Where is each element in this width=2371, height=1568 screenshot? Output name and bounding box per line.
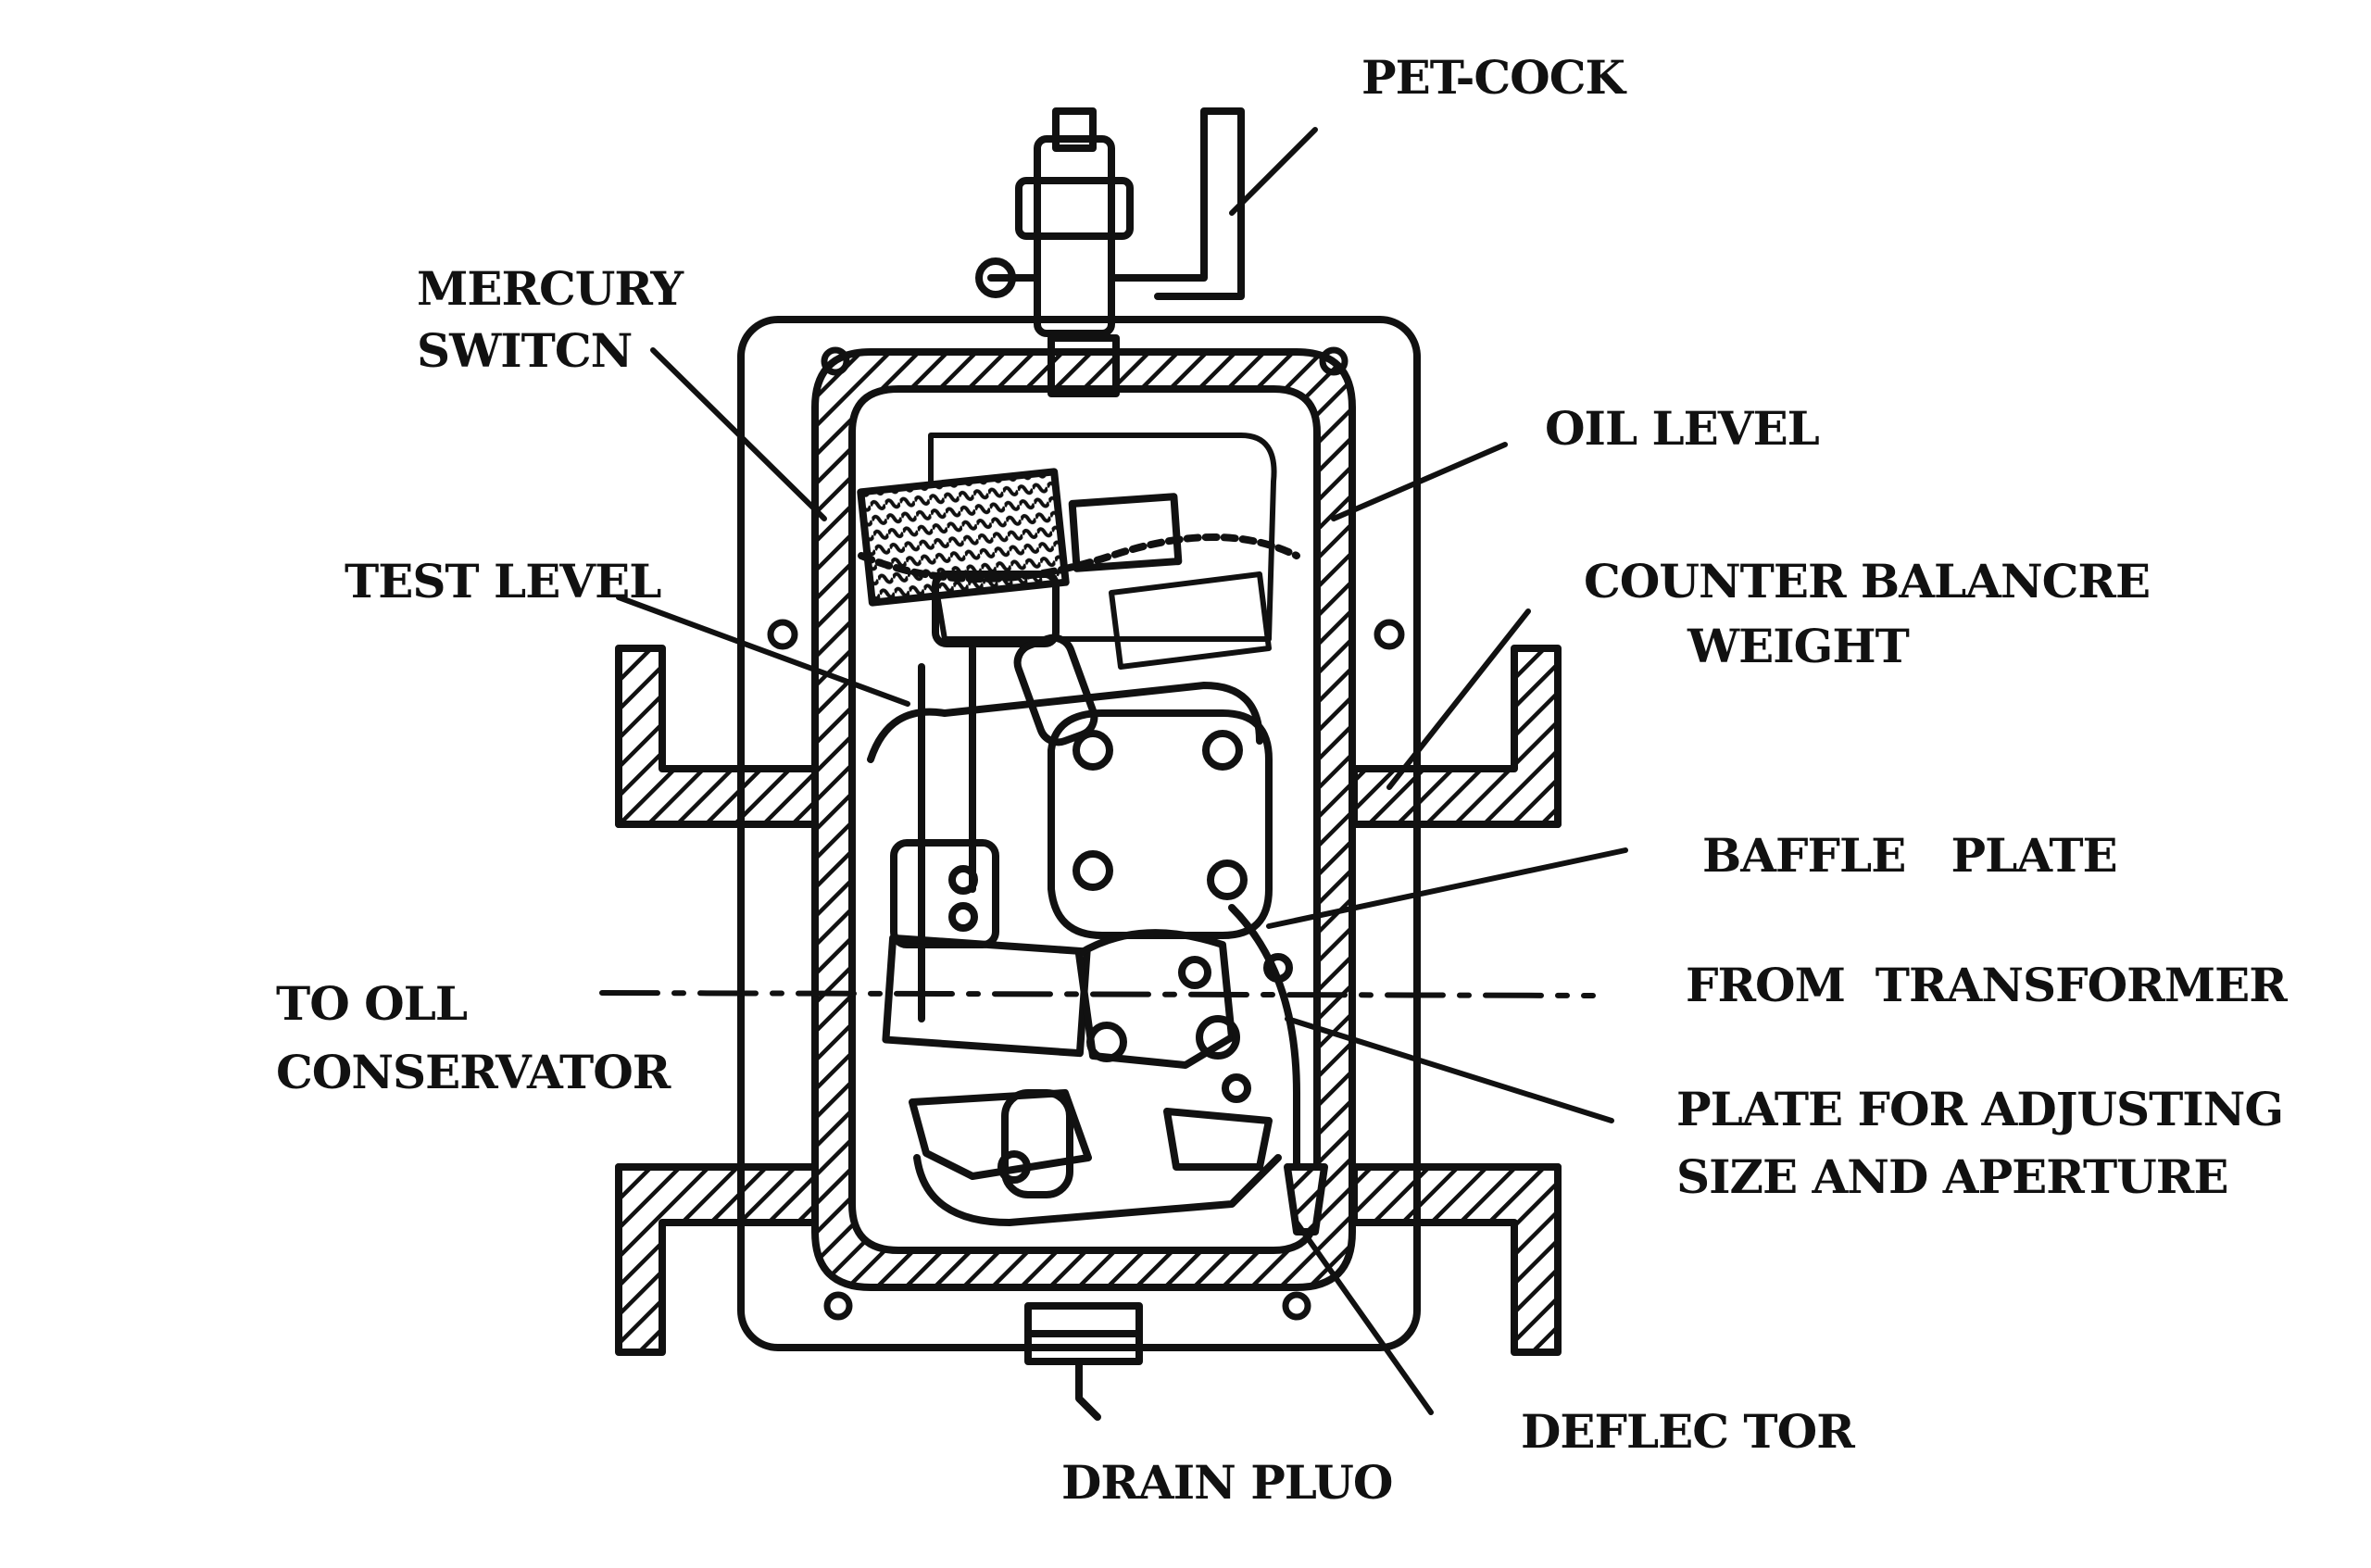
float-mechanism [857, 433, 1300, 746]
right-flange [1350, 645, 1562, 1356]
label-plate-adjusting-line2: SIZE AND APERTURE [1676, 1149, 2228, 1204]
label-deflector: DEFLEC TOR [1521, 1404, 1855, 1459]
label-baffle-plate: BAFFLE PLATE [1702, 828, 2118, 883]
label-pet-cock: PET-COCK [1361, 50, 1625, 105]
outer-cover [737, 316, 1421, 1351]
label-test-level: TEST LEVEL [345, 554, 661, 608]
deflector-body [1284, 1163, 1328, 1236]
label-to-oil-conservator-line1: TO OLL [276, 976, 468, 1031]
pet-cock-valve [975, 107, 1245, 397]
label-counter-weight-line2: WEIGHT [1687, 619, 1910, 673]
drain-plug-body [1024, 1302, 1143, 1421]
label-from-transformer: FROM TRANSFORMER [1686, 958, 2288, 1012]
leader-lines [616, 127, 1628, 1415]
left-flange [615, 645, 826, 1356]
baffle-plate-body [1048, 709, 1273, 939]
trip-mechanism [882, 839, 1300, 1226]
pipe-bore [615, 821, 1562, 1171]
label-plate-adjusting-line1: PLATE FOR ADJUSTING [1676, 1082, 2284, 1136]
label-counter-weight-line1: COUNTER BALANCRE [1584, 554, 2151, 608]
housing-wall [811, 348, 1356, 1291]
centre-line [599, 990, 1596, 998]
label-drain-plug: DRAIN PLUO [1061, 1455, 1393, 1510]
housing-bolts [767, 346, 1405, 1321]
label-mercury-switch-line1: MERCURY [417, 261, 684, 316]
label-oil-level: OIL LEVEL [1545, 401, 1820, 456]
label-to-oil-conservator-line2: CONSERVATOR [276, 1045, 671, 1099]
label-mercury-switch-line2: SWITCN [417, 323, 633, 378]
